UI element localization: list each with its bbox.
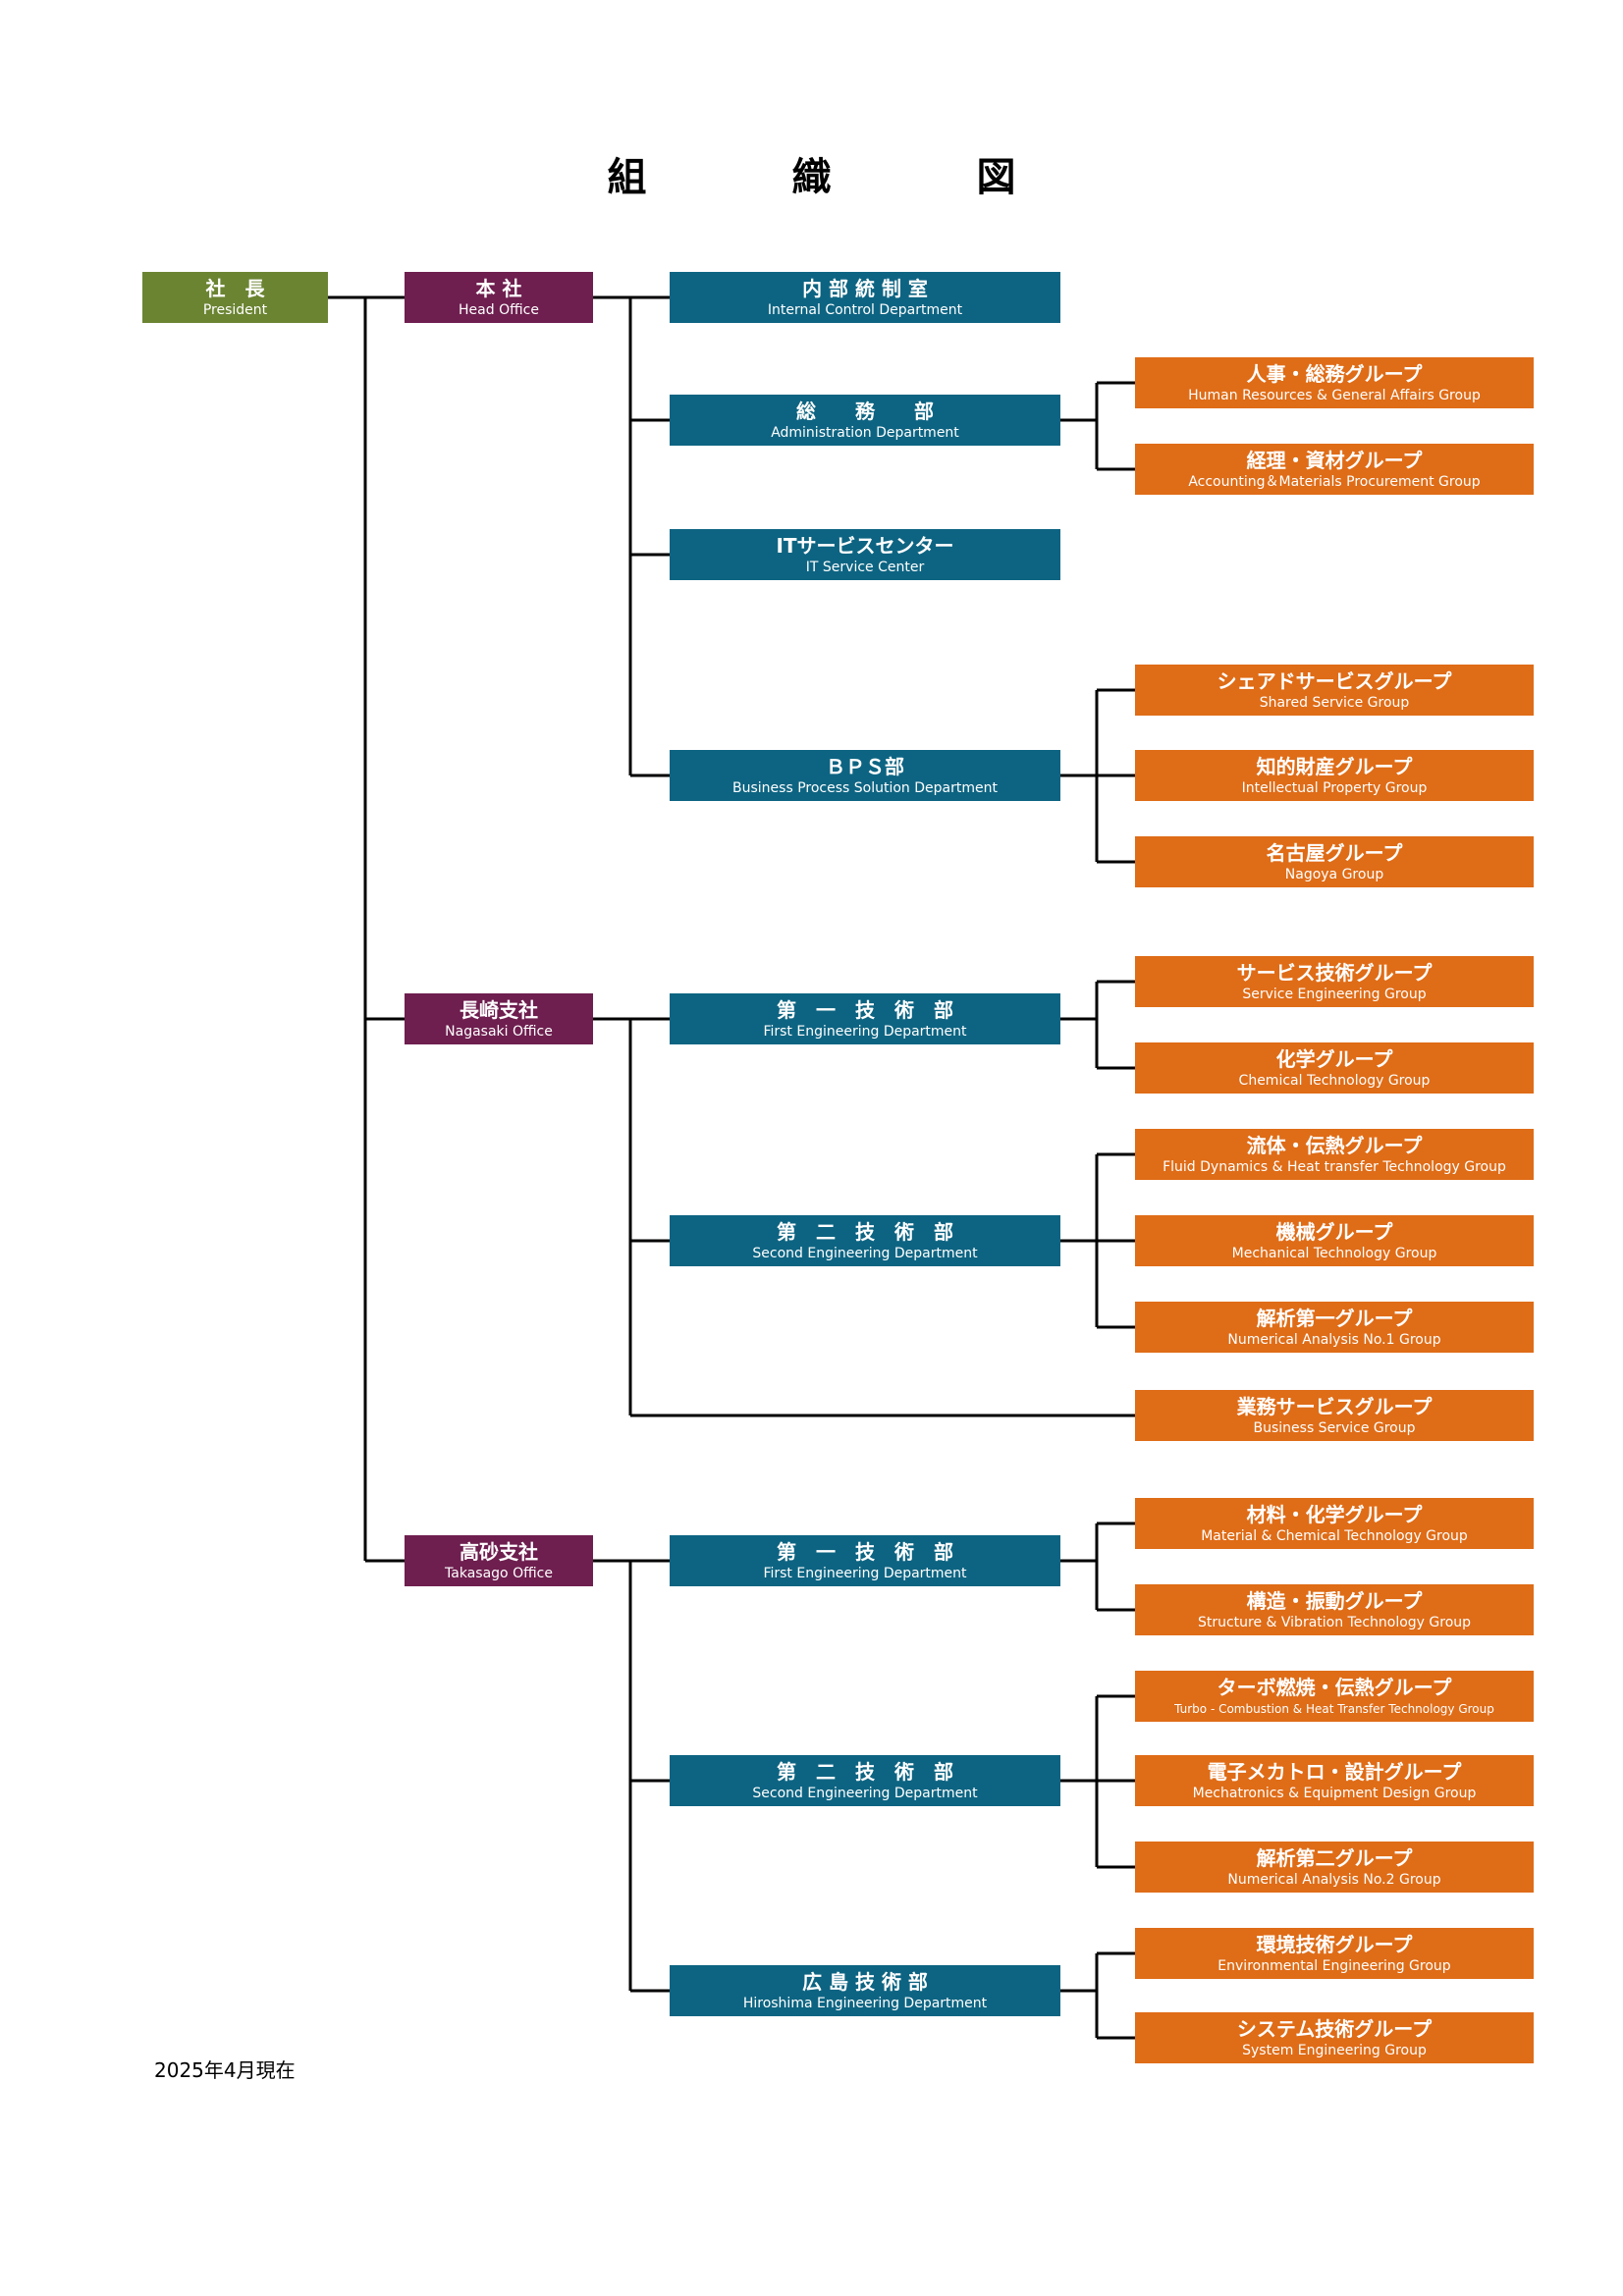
department-hiroshima-engineering: 広 島 技 術 部 Hiroshima Engineering Departme… <box>670 1965 1060 2016</box>
department-administration: 総 務 部 Administration Department <box>670 395 1060 446</box>
group-label-en: Nagoya Group <box>1284 867 1384 882</box>
department-label-en: Administration Department <box>771 425 959 441</box>
department-label-en: First Engineering Department <box>763 1566 967 1581</box>
president-box: 社 長 President <box>142 272 328 323</box>
group-intellectual-property: 知的財産グループ Intellectual Property Group <box>1135 750 1534 801</box>
group-structure-vibration: 構造・振動グループ Structure & Vibration Technolo… <box>1135 1584 1534 1635</box>
group-label-jp: ターボ燃焼・伝熱グループ <box>1217 1676 1452 1699</box>
group-label-jp: 人事・総務グループ <box>1246 362 1423 386</box>
group-label-jp: 業務サービスグループ <box>1236 1395 1433 1418</box>
group-label-jp: 解析第二グループ <box>1256 1846 1413 1870</box>
president-label-jp: 社 長 <box>205 277 265 300</box>
office-label-jp: 長崎支社 <box>460 998 538 1022</box>
group-label-jp: 材料・化学グループ <box>1246 1503 1423 1526</box>
department-label-jp: 総 務 部 <box>796 400 934 423</box>
office-takasago: 高砂支社 Takasago Office <box>405 1535 593 1586</box>
group-system-engineering: システム技術グループ System Engineering Group <box>1135 2012 1534 2063</box>
department-label-en: Hiroshima Engineering Department <box>742 1996 988 2011</box>
group-label-en: Business Service Group <box>1253 1420 1416 1436</box>
office-label-en: Head Office <box>459 302 539 318</box>
group-label-en: Service Engineering Group <box>1242 987 1427 1002</box>
department-takasago-first-engineering: 第 一 技 術 部 First Engineering Department <box>670 1535 1060 1586</box>
group-mechatronics-equipment-design: 電子メカトロ・設計グループ Mechatronics & Equipment D… <box>1135 1755 1534 1806</box>
group-shared-service: シェアドサービスグループ Shared Service Group <box>1135 665 1534 716</box>
office-label-jp: 本 社 <box>475 277 522 300</box>
department-label-en: Business Process Solution Department <box>732 780 998 796</box>
group-service-engineering: サービス技術グループ Service Engineering Group <box>1135 956 1534 1007</box>
group-label-en: Intellectual Property Group <box>1241 780 1428 796</box>
group-label-en: System Engineering Group <box>1242 2043 1427 2058</box>
group-label-jp: 電子メカトロ・設計グループ <box>1207 1760 1462 1784</box>
group-label-en: Accounting＆Materials Procurement Group <box>1188 474 1481 490</box>
group-label-jp: 解析第一グループ <box>1256 1307 1413 1330</box>
group-label-en: Shared Service Group <box>1259 695 1410 711</box>
group-label-en: Mechatronics & Equipment Design Group <box>1192 1786 1477 1801</box>
group-mechanical-technology: 機械グループ Mechanical Technology Group <box>1135 1215 1534 1266</box>
group-label-jp: シェアドサービスグループ <box>1217 669 1452 693</box>
office-label-en: Takasago Office <box>445 1566 553 1581</box>
group-label-en: Mechanical Technology Group <box>1231 1246 1437 1261</box>
department-label-en: IT Service Center <box>805 560 925 575</box>
president-label-en: President <box>202 302 268 318</box>
group-label-jp: 名古屋グループ <box>1266 841 1403 865</box>
department-bps: ＢＰＳ部 Business Process Solution Departmen… <box>670 750 1060 801</box>
department-internal-control: 内 部 統 制 室 Internal Control Department <box>670 272 1060 323</box>
department-label-jp: 第 二 技 術 部 <box>777 1760 953 1784</box>
group-label-jp: 機械グループ <box>1275 1220 1393 1244</box>
group-label-en: Fluid Dynamics & Heat transfer Technolog… <box>1163 1159 1506 1175</box>
department-label-jp: 内 部 統 制 室 <box>802 277 928 300</box>
group-label-jp: 構造・振動グループ <box>1246 1589 1423 1613</box>
group-label-en: Material & Chemical Technology Group <box>1201 1528 1468 1544</box>
group-label-en: Numerical Analysis No.2 Group <box>1227 1872 1441 1888</box>
group-label-jp: 環境技術グループ <box>1256 1933 1413 1956</box>
group-nagoya: 名古屋グループ Nagoya Group <box>1135 836 1534 887</box>
department-label-jp: ＢＰＳ部 <box>826 755 904 778</box>
group-label-jp: サービス技術グループ <box>1236 961 1433 985</box>
office-head-office: 本 社 Head Office <box>405 272 593 323</box>
group-chemical-technology: 化学グループ Chemical Technology Group <box>1135 1042 1534 1094</box>
as-of-date: 2025年4月現在 <box>154 2058 296 2082</box>
department-label-en: First Engineering Department <box>763 1024 967 1040</box>
group-label-en: Structure & Vibration Technology Group <box>1197 1615 1472 1630</box>
group-label-en: Chemical Technology Group <box>1238 1073 1431 1089</box>
group-label-en: Human Resources & General Affairs Group <box>1188 388 1481 403</box>
department-label-jp: ITサービスセンター <box>776 534 954 558</box>
department-label-jp: 第 一 技 術 部 <box>777 1540 953 1564</box>
group-label-en: Numerical Analysis No.1 Group <box>1227 1332 1441 1348</box>
group-label-jp: 化学グループ <box>1275 1047 1393 1071</box>
group-label-en: Turbo - Combustion & Heat Transfer Techn… <box>1174 1702 1494 1716</box>
group-turbo-combustion-heat-transfer: ターボ燃焼・伝熱グループ Turbo - Combustion & Heat T… <box>1135 1671 1534 1722</box>
office-label-jp: 高砂支社 <box>460 1540 538 1564</box>
department-label-en: Internal Control Department <box>767 302 963 318</box>
group-accounting-materials: 経理・資材グループ Accounting＆Materials Procureme… <box>1135 444 1534 495</box>
department-nagasaki-first-engineering: 第 一 技 術 部 First Engineering Department <box>670 993 1060 1044</box>
group-business-service: 業務サービスグループ Business Service Group <box>1135 1390 1534 1441</box>
group-environmental-engineering: 環境技術グループ Environmental Engineering Group <box>1135 1928 1534 1979</box>
group-material-chemical: 材料・化学グループ Material & Chemical Technology… <box>1135 1498 1534 1549</box>
office-label-en: Nagasaki Office <box>445 1024 553 1040</box>
department-label-jp: 第 二 技 術 部 <box>777 1220 953 1244</box>
group-numerical-analysis-1: 解析第一グループ Numerical Analysis No.1 Group <box>1135 1302 1534 1353</box>
department-label-jp: 第 一 技 術 部 <box>777 998 953 1022</box>
group-fluid-dynamics-heat-transfer: 流体・伝熱グループ Fluid Dynamics & Heat transfer… <box>1135 1129 1534 1180</box>
department-nagasaki-second-engineering: 第 二 技 術 部 Second Engineering Department <box>670 1215 1060 1266</box>
group-label-en: Environmental Engineering Group <box>1217 1958 1451 1974</box>
department-label-en: Second Engineering Department <box>752 1246 978 1261</box>
department-label-en: Second Engineering Department <box>752 1786 978 1801</box>
group-numerical-analysis-2: 解析第二グループ Numerical Analysis No.2 Group <box>1135 1842 1534 1893</box>
group-hr-general-affairs: 人事・総務グループ Human Resources & General Affa… <box>1135 357 1534 408</box>
group-label-jp: システム技術グループ <box>1236 2017 1433 2041</box>
office-nagasaki: 長崎支社 Nagasaki Office <box>405 993 593 1044</box>
group-label-jp: 知的財産グループ <box>1256 755 1413 778</box>
department-label-jp: 広 島 技 術 部 <box>802 1970 928 1994</box>
page-title: 組 織 図 <box>607 155 1069 200</box>
department-it-service-center: ITサービスセンター IT Service Center <box>670 529 1060 580</box>
group-label-jp: 経理・資材グループ <box>1246 449 1423 472</box>
group-label-jp: 流体・伝熱グループ <box>1246 1134 1423 1157</box>
department-takasago-second-engineering: 第 二 技 術 部 Second Engineering Department <box>670 1755 1060 1806</box>
